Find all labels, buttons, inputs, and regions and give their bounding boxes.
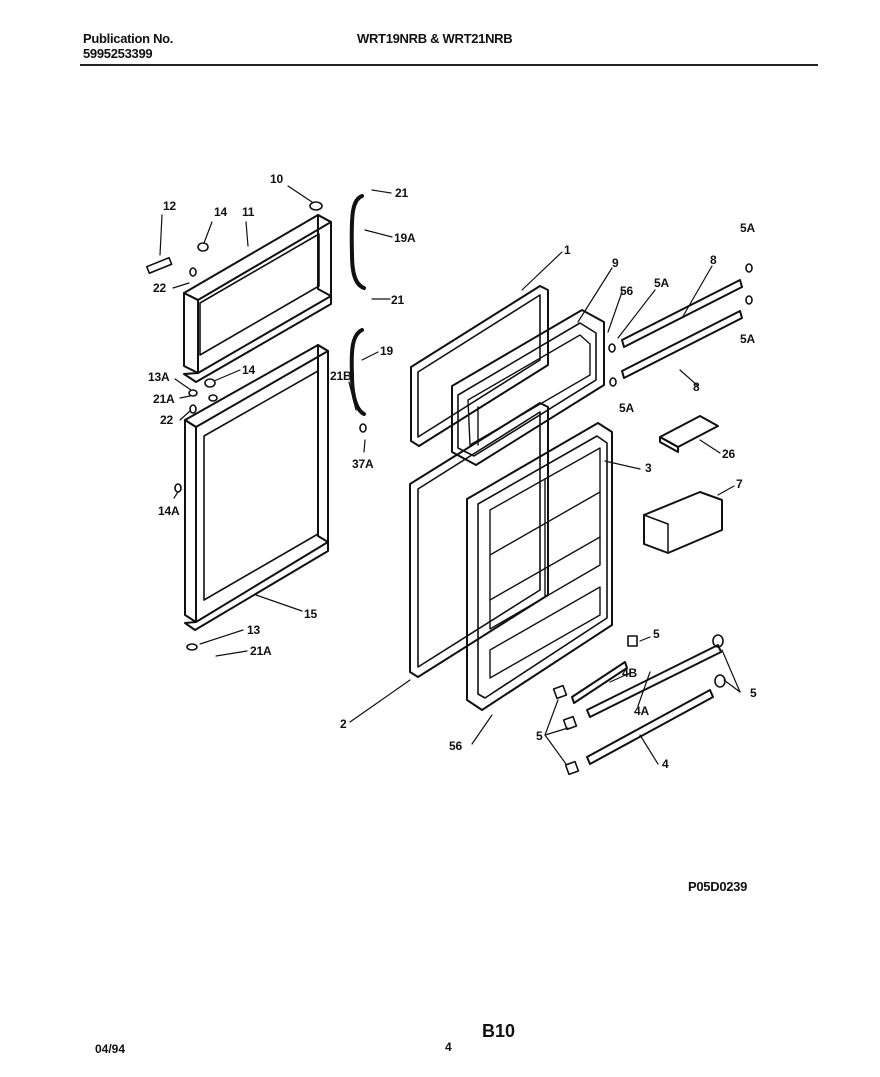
freezer-door-panel — [410, 285, 549, 447]
part-label: 22 — [160, 413, 173, 427]
part-label: 8 — [693, 380, 700, 394]
part-label: 5A — [619, 401, 634, 415]
freezer-door-liner — [451, 309, 605, 466]
part-label: 21A — [250, 644, 272, 658]
part-label: 4B — [622, 666, 637, 680]
dairy-door — [643, 491, 723, 554]
fresh-food-shelf-rails — [571, 644, 722, 765]
part-label: 19A — [394, 231, 416, 245]
part-label: 21B — [330, 369, 352, 383]
part-label: 5A — [654, 276, 669, 290]
part-label: 2 — [340, 717, 347, 731]
fresh-food-handle — [349, 328, 366, 416]
fresh-food-door-liner — [466, 422, 613, 711]
publication-label: Publication No. — [83, 31, 174, 46]
part-label: 19 — [380, 344, 393, 358]
freezer-handle — [349, 194, 366, 290]
leader-lines — [159, 185, 741, 765]
publication-number: 5995253399 — [83, 46, 153, 61]
part-label: 5 — [750, 686, 757, 700]
part-label: 12 — [163, 199, 176, 213]
fresh-food-door-gasket — [184, 344, 329, 631]
part-label: 21 — [395, 186, 408, 200]
part-label: 5 — [536, 729, 543, 743]
ice-tray — [659, 415, 719, 453]
part-label: 13 — [247, 623, 260, 637]
part-label: 4A — [634, 704, 649, 718]
footer-section-code: B10 — [482, 1021, 516, 1041]
part-label: 13A — [148, 370, 170, 384]
part-label: 22 — [153, 281, 166, 295]
hardware-parts — [145, 201, 753, 776]
part-label: 9 — [612, 256, 619, 270]
freezer-door-gasket — [183, 214, 332, 383]
part-label: 14 — [214, 205, 227, 219]
diagram-code: P05D0239 — [688, 879, 748, 894]
part-label: 56 — [449, 739, 462, 753]
freezer-shelf-rails — [621, 279, 743, 379]
part-label: 3 — [645, 461, 652, 475]
part-label: 10 — [270, 172, 283, 186]
part-label: 14 — [242, 363, 255, 377]
part-label: 26 — [722, 447, 735, 461]
footer-page-number: 4 — [445, 1040, 452, 1054]
part-label: 7 — [736, 477, 743, 491]
fresh-food-door-panel — [409, 402, 549, 678]
part-label: 11 — [242, 205, 255, 219]
part-label: 14A — [158, 504, 180, 518]
part-label: 21A — [153, 392, 175, 406]
part-label: 4 — [662, 757, 669, 771]
part-label: 56 — [620, 284, 633, 298]
part-label: 5A — [740, 221, 755, 235]
part-label: 15 — [304, 607, 317, 621]
model-numbers: WRT19NRB & WRT21NRB — [357, 31, 513, 46]
header-rule — [80, 64, 818, 66]
part-label: 5A — [740, 332, 755, 346]
part-label: 37A — [352, 457, 374, 471]
part-label: 1 — [564, 243, 571, 257]
part-label: 8 — [710, 253, 717, 267]
footer-date: 04/94 — [95, 1042, 126, 1056]
part-label: 21 — [391, 293, 404, 307]
part-label: 5 — [653, 627, 660, 641]
